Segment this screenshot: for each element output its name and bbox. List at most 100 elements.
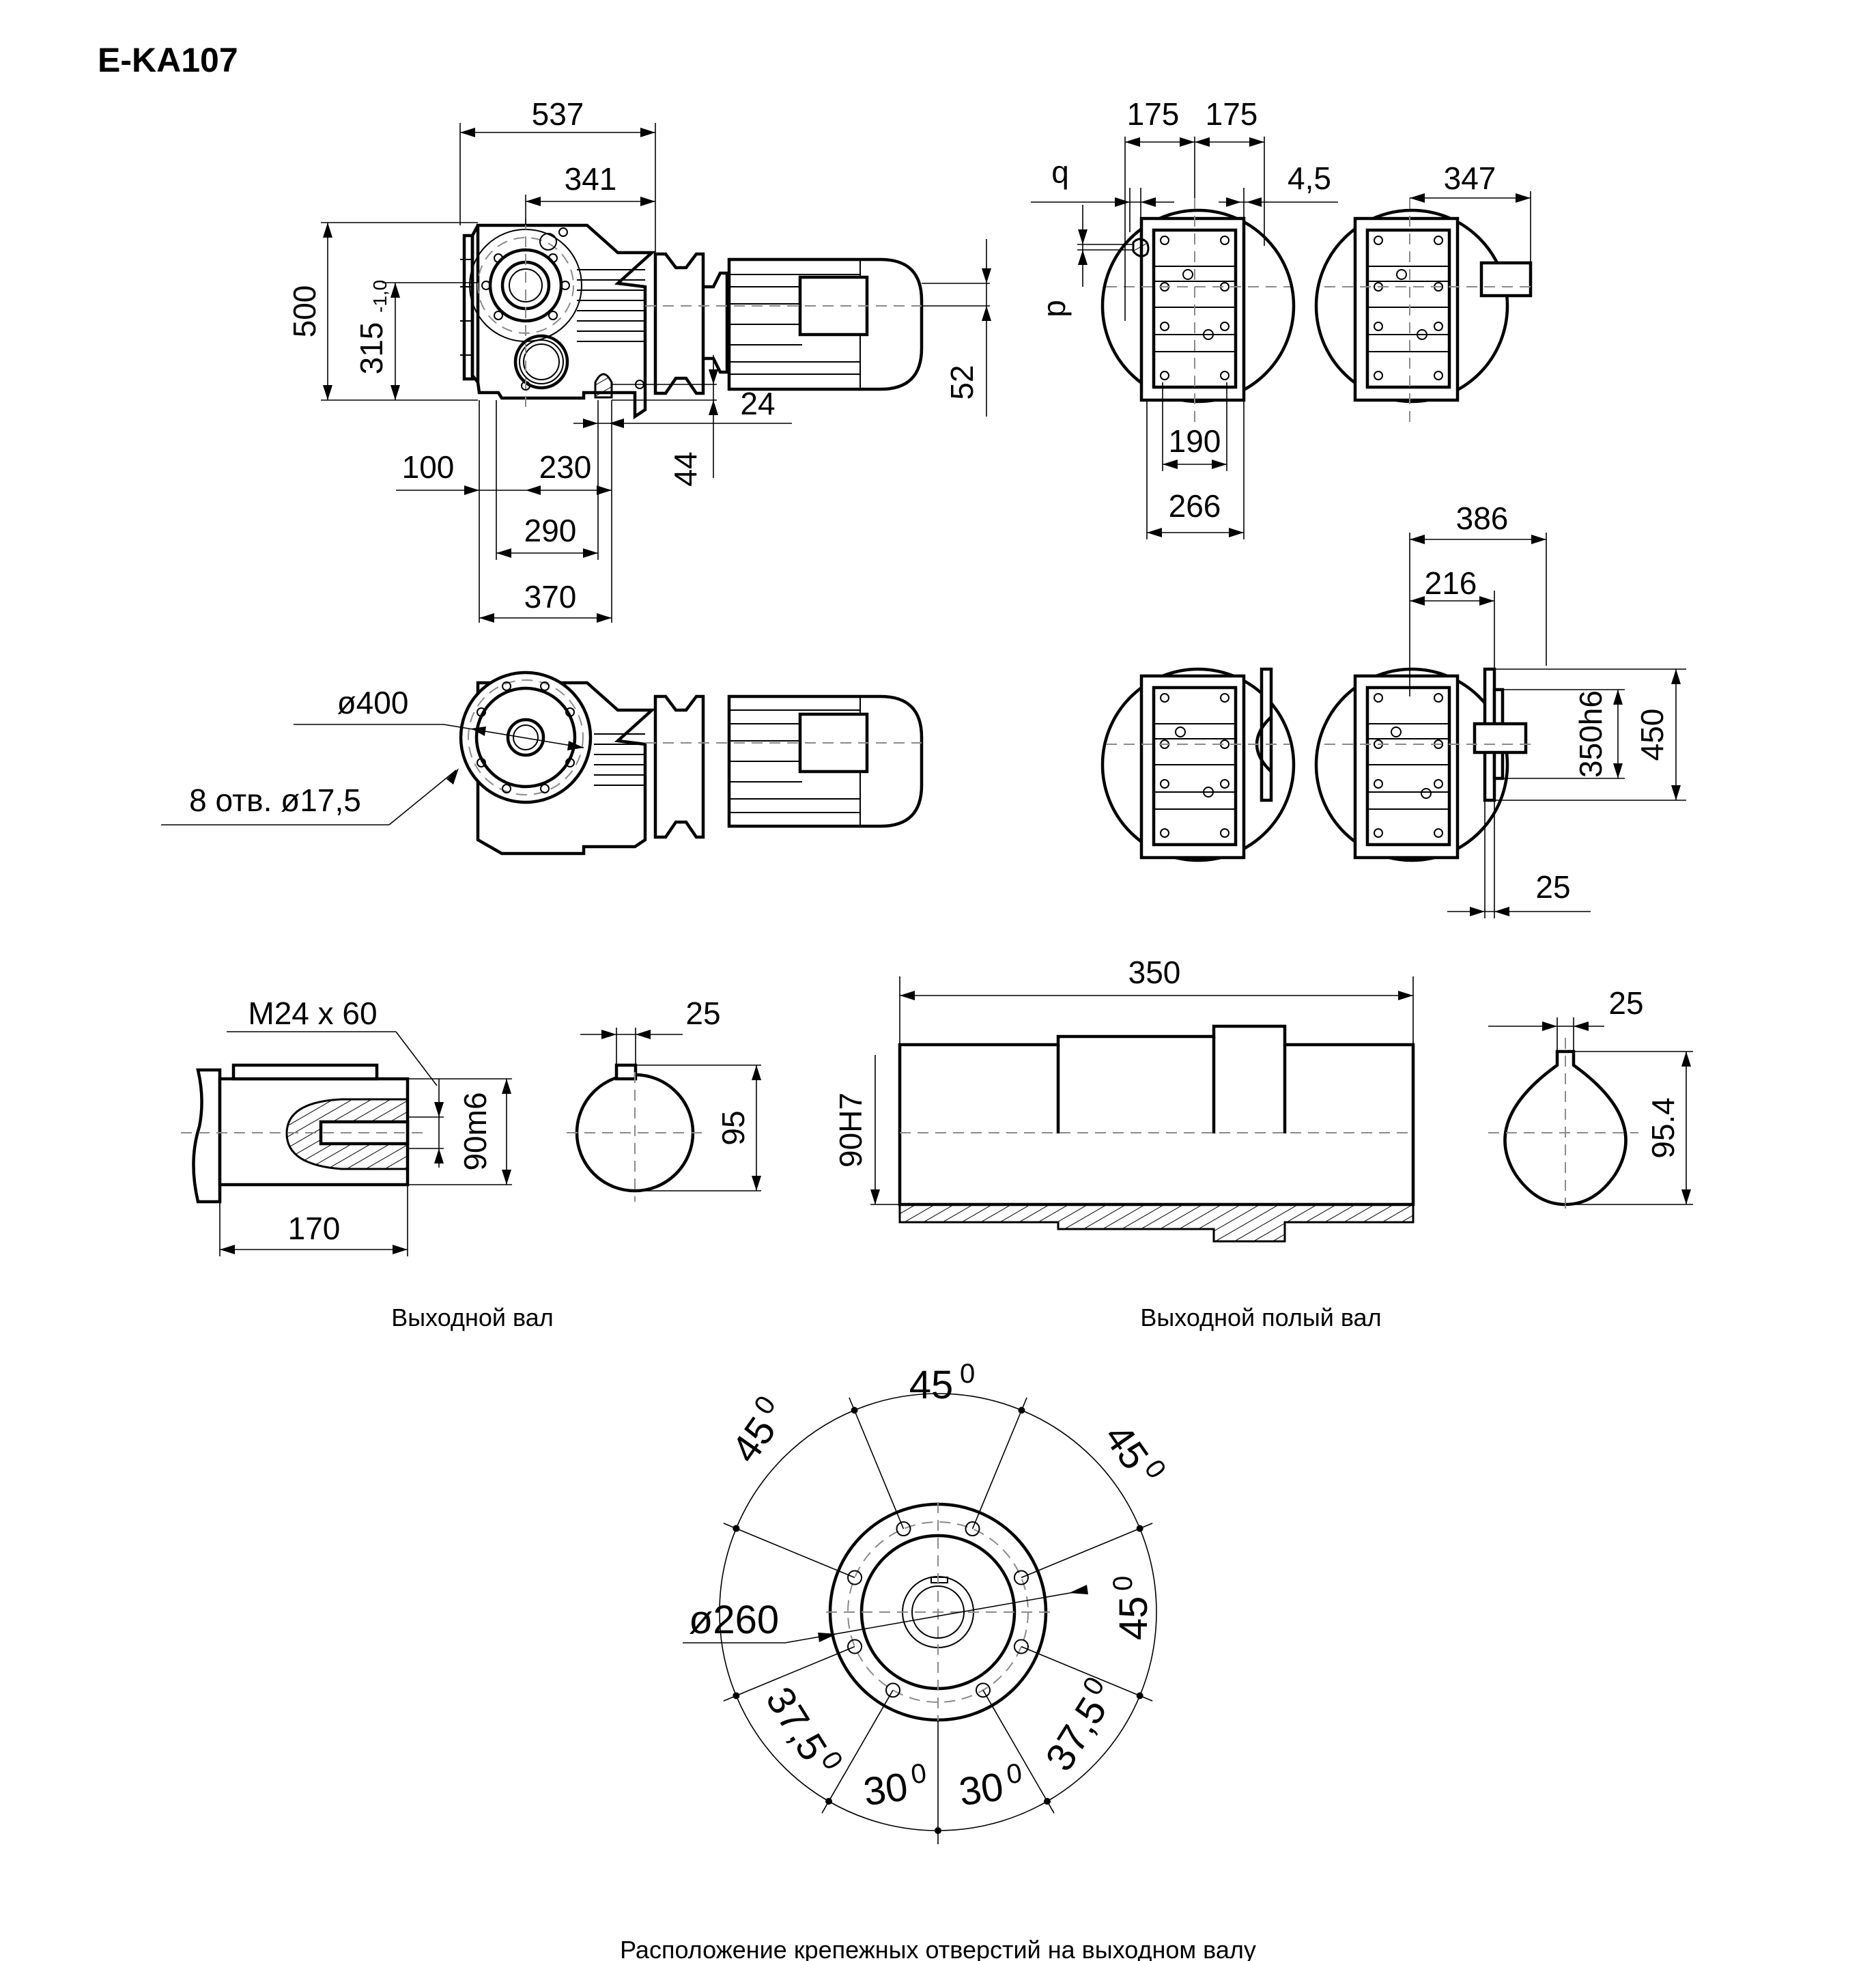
arc-arrow <box>733 1525 740 1532</box>
bolt-hole <box>1013 1570 1029 1585</box>
svg-text:30: 30 <box>861 1764 911 1814</box>
radial-line <box>1021 1646 1153 1702</box>
angle-label-lower-left: 37,50 <box>757 1680 849 1775</box>
gearbox-housing <box>476 223 656 420</box>
dim-175-right: 175 <box>1206 96 1258 132</box>
bolt-hole <box>1013 1639 1029 1654</box>
dim-266: 266 <box>1169 488 1221 524</box>
svg-text:37,5: 37,5 <box>1037 1690 1115 1779</box>
angle-arc <box>1047 1695 1141 1802</box>
shaft-thread-label: M24 x 60 <box>248 996 377 1031</box>
arc-arrow <box>1044 1798 1051 1805</box>
bolt-pattern-caption: Расположение крепежных отверстий на выхо… <box>620 1936 1256 1961</box>
dim-216: 216 <box>1425 565 1477 601</box>
coupling <box>653 252 705 395</box>
bolt-hole <box>976 1682 991 1698</box>
dim-95: 95 <box>715 1110 751 1145</box>
output-shaft-section <box>181 1063 423 1204</box>
angle-arc <box>719 1528 737 1696</box>
output-shaft-dimensions: M24 x 60 90m6 170 <box>219 996 512 1256</box>
end-view-flange-right <box>1314 667 1536 862</box>
hollow-shaft-end-view: 25 95.4 <box>1488 985 1693 1215</box>
shaft-stub <box>1479 261 1533 298</box>
angle-label-bottom-right: 300 <box>956 1758 1024 1814</box>
arc-arrow <box>825 1798 832 1805</box>
radial-line <box>723 1523 855 1579</box>
dim-25-flange: 25 <box>1535 869 1570 905</box>
radial-line <box>723 1646 855 1702</box>
svg-text:37,5: 37,5 <box>757 1680 836 1768</box>
dim-24: 24 <box>740 386 775 421</box>
arc-arrow <box>1018 1407 1025 1414</box>
angle-arc <box>1021 1409 1141 1529</box>
radial-line <box>849 1397 905 1529</box>
foot-slot <box>594 373 613 399</box>
angle-label-bottom-left: 300 <box>861 1758 928 1814</box>
bolt-pattern-diameter: ø260 <box>689 1598 779 1642</box>
arc-arrow <box>1136 1692 1143 1699</box>
radial-line <box>971 1397 1027 1529</box>
svg-text:0: 0 <box>1108 1576 1138 1591</box>
dim-175-left: 175 <box>1127 96 1180 132</box>
end-view-dimensions: 175 175 q p 4,5 347 190 266 <box>1031 96 1531 539</box>
angle-arc <box>735 1695 829 1802</box>
side-view-dimensions: 537 341 500 315 -1,0 52 24 44 <box>287 96 991 623</box>
output-shaft-end-view: 25 95 <box>567 996 761 1202</box>
flange-holes-label: 8 отв. ø17,5 <box>189 782 361 818</box>
angle-arc <box>937 1801 1048 1831</box>
end-view-shaft-mount <box>1314 198 1536 423</box>
hollow-shaft-section <box>898 1024 1415 1243</box>
angle-arc <box>1139 1528 1157 1696</box>
bolt-hole <box>965 1521 980 1537</box>
dim-537: 537 <box>532 96 584 132</box>
dim-100: 100 <box>402 449 455 485</box>
drawing-title: E-KA107 <box>98 41 238 79</box>
dim-347: 347 <box>1444 160 1496 196</box>
end-view-foot-mount <box>1100 198 1296 423</box>
bolt-hole <box>885 1682 900 1698</box>
flange-view-gearmotor: ø400 8 отв. ø17,5 <box>161 671 924 856</box>
side-view-gearmotor <box>460 218 924 420</box>
dim-25-hollow-key: 25 <box>1608 985 1643 1021</box>
hollow-shaft-dimensions: 350 90H7 <box>833 955 1414 1205</box>
dim-44: 44 <box>668 451 703 486</box>
dim-290: 290 <box>524 513 577 548</box>
bolt-hole <box>847 1639 863 1654</box>
angle-arc <box>854 1393 1022 1411</box>
dim-370: 370 <box>524 579 577 615</box>
flange-pitch-diameter: ø400 <box>337 685 409 720</box>
hollow-shaft-caption: Выходной полый вал <box>1140 1303 1381 1331</box>
arc-arrow <box>733 1692 740 1699</box>
flange-end-view-dimensions: 386 216 350h6 450 25 <box>1409 500 1686 918</box>
radial-line <box>821 1689 894 1814</box>
dim-90m6: 90m6 <box>457 1092 493 1170</box>
arc-arrow <box>935 1827 941 1834</box>
angle-label-right: 450 <box>1108 1576 1156 1641</box>
dim-95-4: 95.4 <box>1645 1097 1681 1159</box>
dim-4-5: 4,5 <box>1288 160 1331 196</box>
bolt-hole <box>847 1570 863 1585</box>
dim-500: 500 <box>287 285 322 338</box>
dim-q: q <box>1051 154 1069 190</box>
arc-arrow <box>851 1407 858 1414</box>
dim-341: 341 <box>565 161 617 197</box>
dim-190: 190 <box>1169 423 1221 459</box>
svg-text:30: 30 <box>956 1764 1006 1814</box>
dim-25-key: 25 <box>685 996 720 1031</box>
angle-arc <box>828 1801 939 1831</box>
dim-315-tolerance: -1,0 <box>369 280 390 313</box>
arc-arrow <box>1136 1525 1143 1532</box>
svg-text:45: 45 <box>1111 1596 1156 1641</box>
dim-386: 386 <box>1456 500 1509 536</box>
shaft-key <box>231 1063 379 1081</box>
dim-350: 350 <box>1128 955 1181 990</box>
radial-line <box>982 1689 1055 1814</box>
dim-450: 450 <box>1634 709 1670 761</box>
dim-p: p <box>1036 300 1072 318</box>
svg-text:0: 0 <box>909 1758 928 1790</box>
svg-text:45: 45 <box>909 1363 954 1407</box>
dim-170: 170 <box>288 1211 341 1246</box>
